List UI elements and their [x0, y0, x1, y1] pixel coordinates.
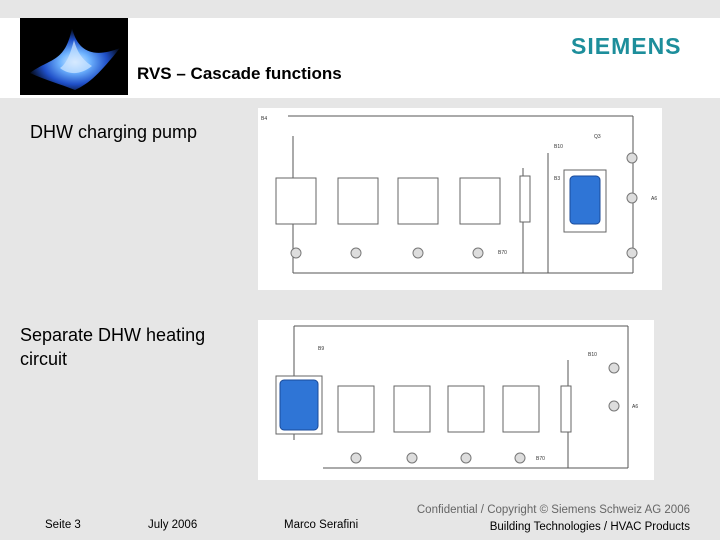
sensor-code-b70-2: B70	[536, 456, 545, 462]
division-name: Building Technologies / HVAC Products	[489, 521, 690, 533]
confidential-notice: Confidential / Copyright © Siemens Schwe…	[416, 504, 690, 516]
sensor-code-b4: B4	[261, 116, 267, 122]
sensor-code-b10-2: B10	[588, 352, 597, 358]
footer-date: July 2006	[148, 519, 198, 531]
sensor-code-b70: B70	[498, 250, 507, 256]
hydraulic-diagram-dhw-charging-pump: B4 B10 B3 A6 B70 Q3	[258, 108, 662, 290]
page-number: Seite 3	[45, 519, 81, 531]
slide-title: RVS – Cascade functions	[137, 64, 342, 83]
sensor-code-b9: B9	[318, 346, 324, 352]
sensor-code-a6: A6	[651, 196, 657, 202]
flame-image	[20, 18, 128, 95]
section-label-dhw-charging-pump: DHW charging pump	[30, 122, 198, 142]
component-code-q3: Q3	[594, 134, 601, 140]
copyright-block: Confidential / Copyright © Siemens Schwe…	[417, 502, 690, 536]
hydraulic-diagram-separate-dhw-circuit: B9 B10 A6 B70	[258, 320, 654, 480]
sensor-code-b10: B10	[554, 144, 563, 150]
sensor-code-a6-2: A6	[632, 404, 638, 410]
siemens-logo: SIEMENS	[571, 33, 682, 59]
sensor-code-b3: B3	[554, 176, 560, 182]
footer-author: Marco Serafini	[284, 519, 359, 531]
